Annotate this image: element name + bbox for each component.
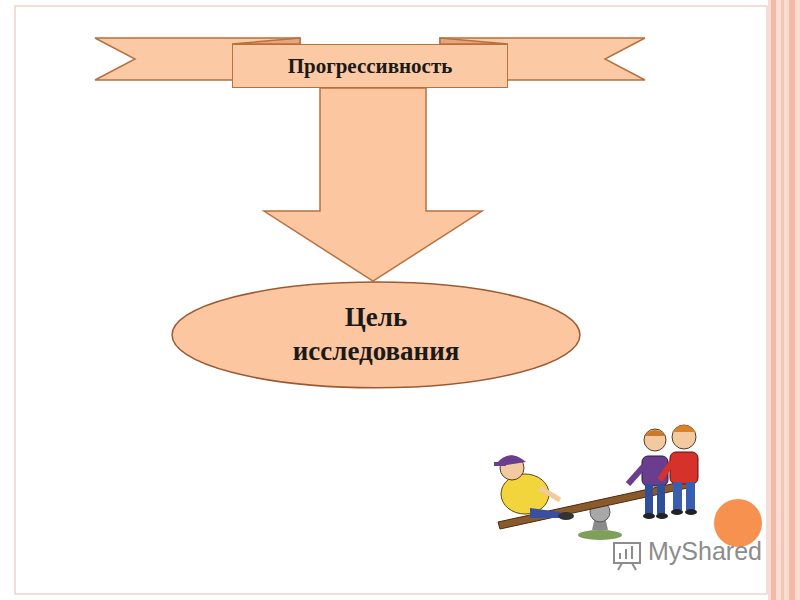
block-arrow bbox=[264, 88, 482, 281]
watermark: MyShared bbox=[648, 537, 762, 566]
seesaw-illustration bbox=[494, 425, 698, 540]
ellipse-outline bbox=[170, 281, 582, 389]
side-stripes bbox=[768, 0, 800, 600]
goal-text: Цель исследования bbox=[261, 301, 491, 369]
watermark-icon bbox=[614, 543, 640, 570]
goal-ellipse: Цель исследования bbox=[170, 281, 582, 389]
ribbon-banner: Прогрессивность bbox=[232, 44, 508, 88]
banner-title: Прогрессивность bbox=[288, 54, 453, 79]
slide-frame bbox=[15, 6, 767, 594]
